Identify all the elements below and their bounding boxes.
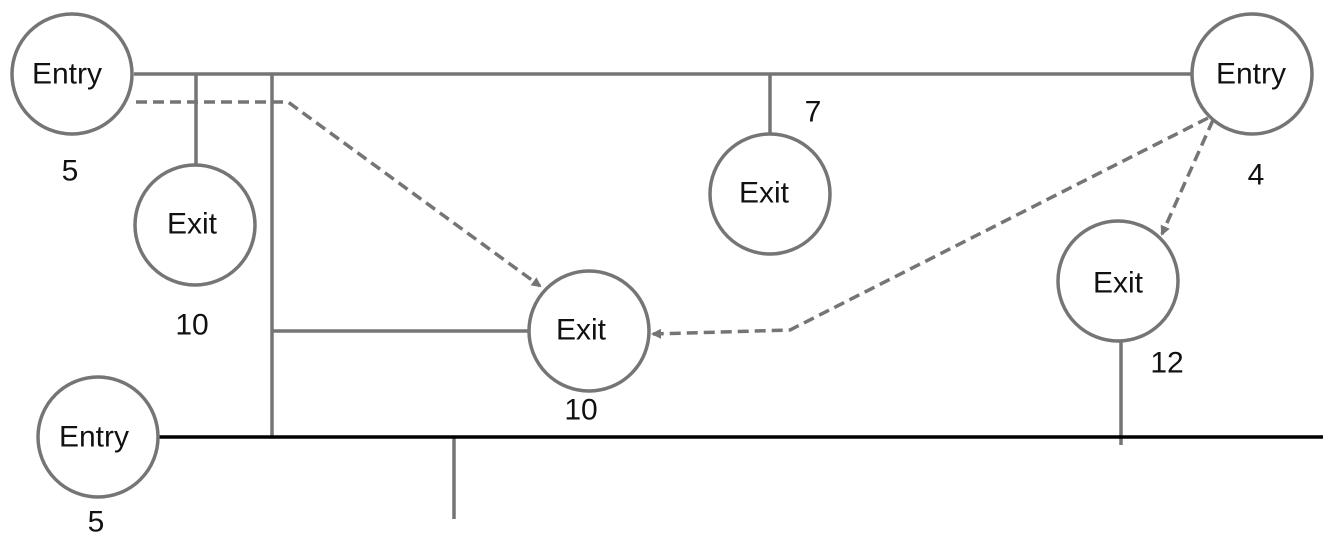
node-exit-upper-left[interactable]: Exit [133, 163, 257, 287]
node-number: 4 [1248, 159, 1265, 192]
arrow-entry-right-to-exit-center [651, 116, 1209, 339]
node-exit-top-middle[interactable]: Exit [708, 132, 832, 256]
node-label: Exit [167, 208, 218, 241]
node-circle [10, 12, 134, 136]
node-entry-bottom-left[interactable]: Entry [36, 375, 160, 499]
node-exit-center[interactable]: Exit [527, 269, 651, 393]
node-exit-right[interactable]: Exit [1056, 219, 1180, 343]
node-entry-top-right[interactable]: Entry [1190, 12, 1314, 136]
dashed-arrows [136, 100, 1215, 339]
node-circle [1190, 12, 1314, 136]
node-label: Exit [739, 177, 790, 210]
arrow-entry-left-to-exit-center [136, 100, 542, 288]
node-label: Entry [1216, 58, 1286, 91]
node-number: 10 [564, 394, 597, 427]
node-circle [1056, 219, 1180, 343]
node-label: Entry [59, 421, 129, 454]
node-number: 7 [805, 96, 822, 129]
node-circle [36, 375, 160, 499]
connector-lines [134, 72, 1323, 519]
node-number: 10 [175, 309, 208, 342]
node-label: Exit [556, 314, 607, 347]
node-label: Exit [1093, 267, 1144, 300]
node-circle [527, 269, 651, 393]
arrow-entry-right-to-exit-right [1160, 119, 1215, 236]
node-circle [133, 163, 257, 287]
node-circle [708, 132, 832, 256]
node-label: Entry [32, 58, 102, 91]
node-number: 12 [1150, 347, 1183, 380]
node-entry-top-left[interactable]: Entry [10, 12, 134, 136]
node-number: 5 [88, 506, 105, 539]
node-number: 5 [62, 155, 79, 188]
